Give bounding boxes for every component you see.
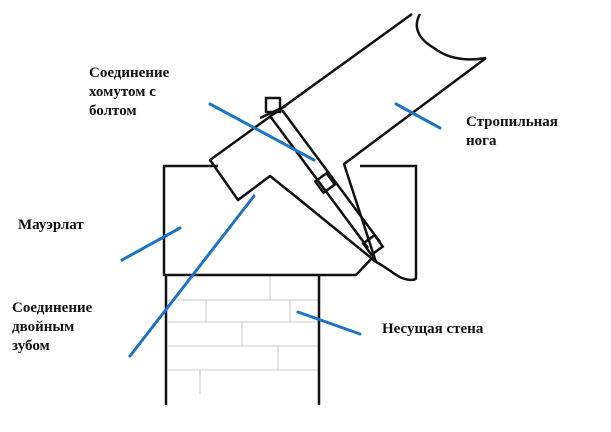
mauerlat-right-side: [360, 164, 418, 278]
label-bearing-wall: Несущая стена: [382, 321, 484, 337]
leader-bearing-wall: [296, 310, 362, 336]
rafter-end-cut: [375, 260, 418, 282]
rafter-lower-edge: [415, 13, 487, 61]
leader-rafter-leg: [394, 102, 442, 130]
label-rafter-leg: Стропильная нога: [466, 114, 558, 149]
clamp-band: [313, 171, 337, 195]
bearing-wall: [164, 276, 321, 405]
label-clamp-joint: Соединение хомутом с болтом: [89, 65, 170, 119]
bolt-shaft-a: [268, 115, 370, 249]
leader-clamp-joint: [208, 102, 316, 162]
rafter-bottom-edge: [342, 56, 487, 263]
mauerlat-beam: [162, 164, 418, 278]
label-double-tooth-joint: Соединение двойным зубом: [12, 300, 93, 354]
bolt-nut-bottom: [361, 233, 385, 257]
mauerlat-outline: [162, 164, 375, 277]
rafter-leg: [208, 12, 487, 282]
rafter-top-edge: [208, 12, 413, 263]
leader-mauerlat: [120, 226, 182, 262]
leader-lines: [120, 102, 442, 358]
bolt-shaft-b: [280, 109, 382, 243]
brick-joints: [168, 276, 318, 394]
label-mauerlat: Мауэрлат: [18, 217, 84, 233]
bolt-washer-top: [259, 104, 287, 120]
leader-double-tooth: [128, 194, 256, 358]
clamp-bolt: [259, 96, 385, 257]
